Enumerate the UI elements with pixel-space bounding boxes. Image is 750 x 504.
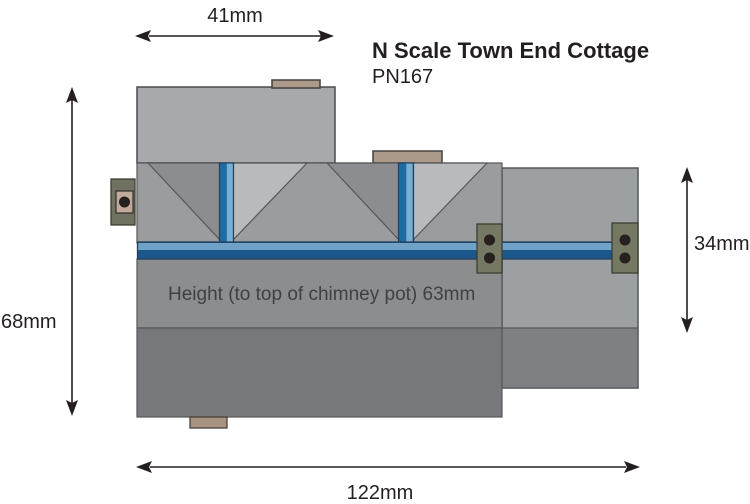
dimension-top-width-label: 41mm	[207, 5, 263, 27]
main-wall-bottom	[136, 327, 503, 418]
back-wall-top	[136, 86, 336, 164]
page-title: N Scale Town End Cottage	[372, 38, 649, 63]
gutter-band-light	[138, 243, 637, 250]
product-code: PN167	[372, 66, 433, 88]
dimension-bottom-width-label: 122mm	[347, 482, 414, 504]
arrowhead-up-icon	[66, 87, 78, 103]
arrowhead-up-icon	[681, 167, 693, 183]
arrowhead-right-icon	[624, 461, 640, 473]
chimney-cap-2	[372, 150, 443, 164]
chimney-cap-1	[271, 79, 321, 89]
arrowhead-down-icon	[66, 400, 78, 416]
chimney-height-note: Height (to top of chimney pot) 63mm	[168, 284, 475, 305]
dimension-left-height-label: 68mm	[1, 311, 57, 333]
base-tab	[189, 416, 228, 429]
arrowhead-down-icon	[681, 317, 693, 333]
joint-dot	[119, 196, 130, 208]
joint-tab-mid	[476, 223, 503, 274]
ridge-stripe-light-2	[406, 163, 413, 242]
extension-wall-bottom	[501, 327, 639, 389]
dimension-right-height-label: 34mm	[694, 233, 750, 255]
joint-dot	[484, 252, 495, 264]
joint-dot	[484, 234, 495, 246]
joint-dot	[619, 234, 631, 246]
arrowhead-right-icon	[318, 30, 334, 42]
joint-tab-right	[611, 222, 639, 274]
ridge-stripe-light-1	[226, 163, 233, 242]
arrowhead-left-icon	[136, 461, 152, 473]
joint-dot	[619, 252, 631, 264]
arrowhead-left-icon	[135, 30, 151, 42]
